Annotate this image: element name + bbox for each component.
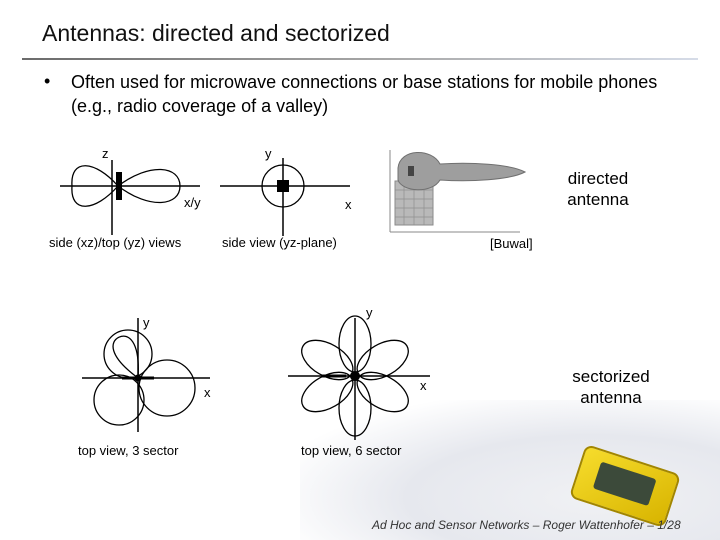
slide-title: Antennas: directed and sectorized (42, 20, 390, 46)
plot-antenna-mast (408, 166, 414, 176)
side-view-caption: side (xz)/top (yz) views (49, 235, 182, 250)
slide-footer: Ad Hoc and Sensor Networks – Roger Watte… (372, 518, 681, 532)
sector3-lobe-1 (112, 335, 139, 380)
sector6-antenna (350, 371, 360, 381)
sector3-caption: top view, 3 sector (78, 443, 179, 458)
sector6-petal-6 (301, 339, 354, 381)
sector6-petal-2 (356, 339, 409, 381)
sectorized-antenna-label: sectorized antenna (572, 367, 650, 407)
sector3-lobe-3 (93, 374, 145, 426)
radiation-pattern-plot (389, 150, 527, 233)
front-view-caption: side view (yz-plane) (222, 235, 337, 250)
sector6-y-label: y (366, 305, 373, 320)
sector3-y-label: y (143, 315, 150, 330)
front-view-diagram (220, 158, 350, 236)
sector6-petal-3 (356, 371, 409, 413)
sector6-petal-5 (301, 371, 354, 413)
sector3-x-label: x (204, 385, 211, 400)
side-view-antenna (116, 172, 122, 200)
sector3-lobe-2 (138, 359, 196, 417)
side-view-z-label: z (102, 146, 109, 161)
bullet-marker: • (44, 71, 51, 91)
sector6-caption: top view, 6 sector (301, 443, 402, 458)
plot-credit: [Buwal] (490, 236, 533, 251)
title-divider (22, 58, 698, 60)
directed-antenna-label: directed antenna (567, 169, 629, 209)
front-view-pattern (261, 164, 305, 208)
front-view-y-label: y (265, 146, 272, 161)
side-view-xy-label: x/y (184, 195, 201, 210)
side-view-diagram (60, 160, 200, 235)
front-view-antenna (277, 180, 289, 192)
bullet-text: Often used for microwave connections or … (71, 72, 658, 116)
plot-lobe (397, 152, 527, 191)
sector3-diagram (82, 318, 210, 432)
front-view-x-label: x (345, 197, 352, 212)
sector6-x-label: x (420, 378, 427, 393)
sector6-diagram (288, 315, 430, 440)
